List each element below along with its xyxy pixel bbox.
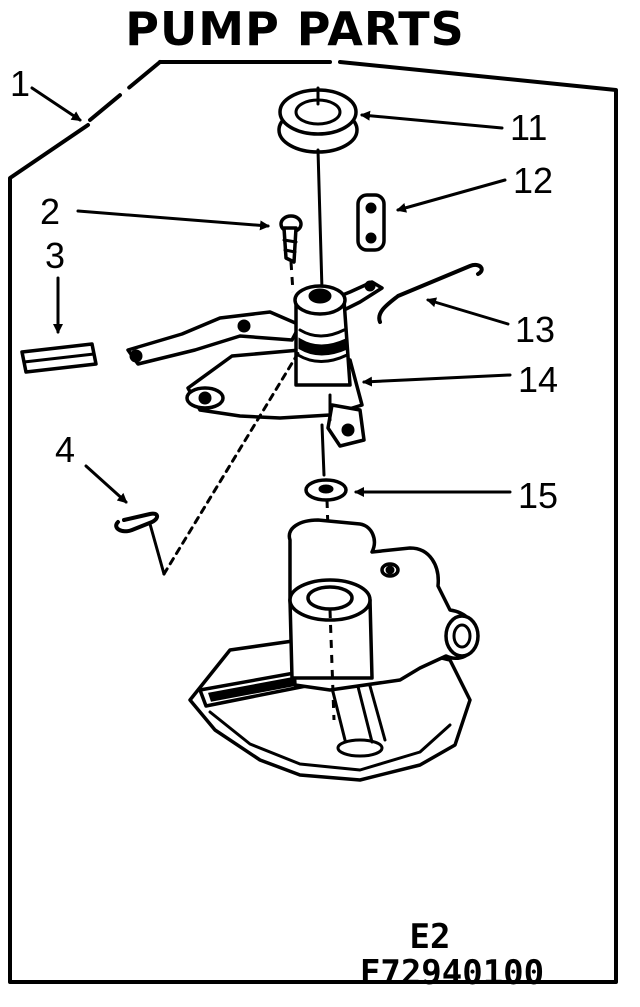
callout-15: 15 (518, 475, 558, 516)
callout-1: 1 (10, 63, 30, 104)
leader-line-12 (396, 178, 507, 213)
leader-line-14 (362, 373, 512, 387)
callout-4: 4 (55, 429, 75, 470)
leader-line-11 (360, 110, 504, 130)
section-code: E2 (410, 917, 451, 957)
diagram-title: PUMP PARTS (125, 2, 465, 56)
pump-housing (188, 518, 480, 782)
part-14-pump-cover (126, 280, 384, 448)
part-11-pulley (277, 86, 359, 154)
leader-line-13 (426, 297, 510, 326)
callout-12: 12 (513, 160, 553, 201)
assembly-border (8, 60, 618, 984)
drawing-number: F72940100 (360, 953, 544, 993)
callout-2: 2 (40, 191, 60, 232)
shaft-axis-line (316, 148, 324, 292)
callout-13: 13 (515, 309, 555, 350)
leader-line-1 (30, 86, 82, 122)
callout-3: 3 (45, 235, 65, 276)
callout-11: 11 (510, 107, 547, 148)
leader-line-4 (84, 464, 128, 504)
callout-14: 14 (518, 359, 558, 400)
leader-line-2 (76, 209, 270, 231)
part-13-wire (377, 263, 484, 324)
part-2-screw (279, 214, 303, 293)
part-12-clip (356, 193, 386, 252)
part-3-pad (20, 342, 98, 374)
part-4-clip (114, 348, 302, 576)
